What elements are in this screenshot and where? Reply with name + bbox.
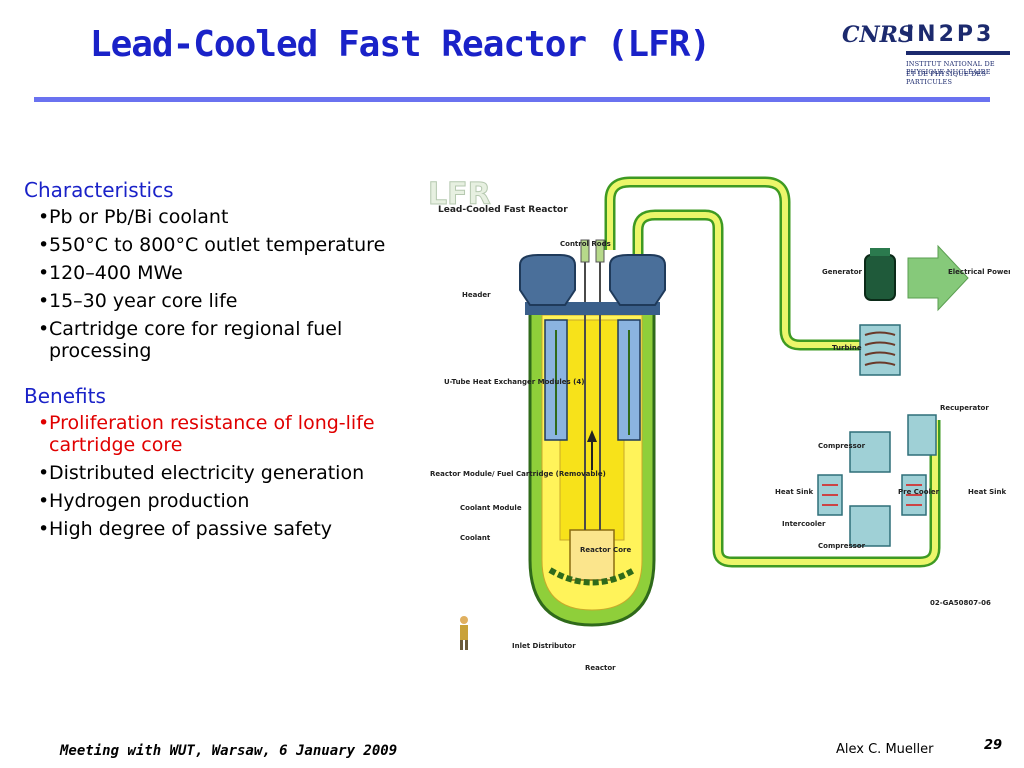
diagram-title: Lead-Cooled Fast Reactor <box>438 205 568 215</box>
list-item: Distributed electricity generation <box>24 462 424 484</box>
characteristics-list: Pb or Pb/Bi coolant 550°C to 800°C outle… <box>24 206 424 362</box>
generator-label: Generator <box>822 268 863 276</box>
reactor-module-label: Reactor Module/ Fuel Cartridge (Removabl… <box>430 470 606 478</box>
lfr-logo: LFR <box>428 177 491 212</box>
reactor-vessel: Reactor Core <box>519 239 666 627</box>
electrical-power-label: Electrical Power <box>948 268 1010 276</box>
cnrs-logo-text: CNRS <box>842 22 914 48</box>
inlet-distributor-label: Inlet Distributor <box>512 642 576 650</box>
logo-bar <box>906 51 1010 55</box>
coolant-module-label: Coolant Module <box>460 504 522 512</box>
recuperator-label: Recuperator <box>940 404 989 412</box>
compressor-upper <box>849 431 891 473</box>
list-item: 120–400 MWe <box>24 262 424 284</box>
person-figure-icon <box>460 616 468 650</box>
coolant-label: Coolant <box>460 534 491 542</box>
list-item: Pb or Pb/Bi coolant <box>24 206 424 228</box>
list-item: Cartridge core for regional fuel process… <box>24 318 424 362</box>
list-item: 15–30 year core life <box>24 290 424 312</box>
header-right <box>609 254 666 306</box>
benefits-heading: Benefits <box>24 384 106 408</box>
slide-body: Characteristics Pb or Pb/Bi coolant 550°… <box>24 178 424 546</box>
list-item: High degree of passive safety <box>24 518 424 540</box>
cnrs-in2p3-logo: CNRS IN2P3 INSTITUT NATIONAL DE PHYSIQUE… <box>842 20 1010 86</box>
list-item: Hydrogen production <box>24 490 424 512</box>
generator <box>864 248 896 301</box>
page-number: 29 <box>984 738 1003 753</box>
intercooler-label: Intercooler <box>782 520 826 528</box>
title-underline <box>34 97 990 102</box>
benefits-list: Proliferation resistance of long-life ca… <box>24 412 424 540</box>
list-item: Proliferation resistance of long-life ca… <box>24 412 424 456</box>
header-label: Header <box>462 291 491 299</box>
logo-subtitle-1: INSTITUT NATIONAL DE PHYSIQUE NUCLÉAIRE <box>906 60 995 76</box>
in2p3-logo-text: IN2P3 <box>906 22 995 47</box>
drawing-code: 02-GA50807-06 <box>930 599 991 607</box>
reactor-label: Reactor <box>585 664 616 672</box>
list-item: 550°C to 800°C outlet temperature <box>24 234 424 256</box>
heat-sink-left-label: Heat Sink <box>775 488 814 496</box>
control-rods-label: Control Rods <box>560 240 611 248</box>
header-left <box>519 254 576 306</box>
reactor-core <box>569 529 615 581</box>
lfr-diagram: LFR Lead-Cooled Fast Reactor Reactor Cor… <box>428 176 1010 672</box>
compressor-lower <box>849 505 891 547</box>
control-rod <box>595 239 605 263</box>
logo-subtitle-2: ET DE PHYSIQUE DES PARTICULES <box>906 70 987 86</box>
compressor-lower-label: Compressor <box>818 542 866 550</box>
pre-cooler-label: Pre Cooler <box>898 488 940 496</box>
turbine-label: Turbine <box>832 344 862 352</box>
footer-meeting: Meeting with WUT, Warsaw, 6 January 2009 <box>60 743 398 759</box>
heat-sink-right-label: Heat Sink <box>968 488 1007 496</box>
compressor-upper-label: Compressor <box>818 442 866 450</box>
characteristics-heading: Characteristics <box>24 178 174 202</box>
recuperator <box>907 414 937 456</box>
control-rod <box>580 239 590 263</box>
slide-title: Lead-Cooled Fast Reactor (LFR) <box>89 24 711 65</box>
electrical-power-arrow <box>907 244 969 312</box>
footer-author: Alex C. Mueller <box>836 742 934 757</box>
reactor-core-label-text: Reactor Core <box>580 546 631 554</box>
u-tube-label: U-Tube Heat Exchanger Modules (4) <box>444 378 584 386</box>
